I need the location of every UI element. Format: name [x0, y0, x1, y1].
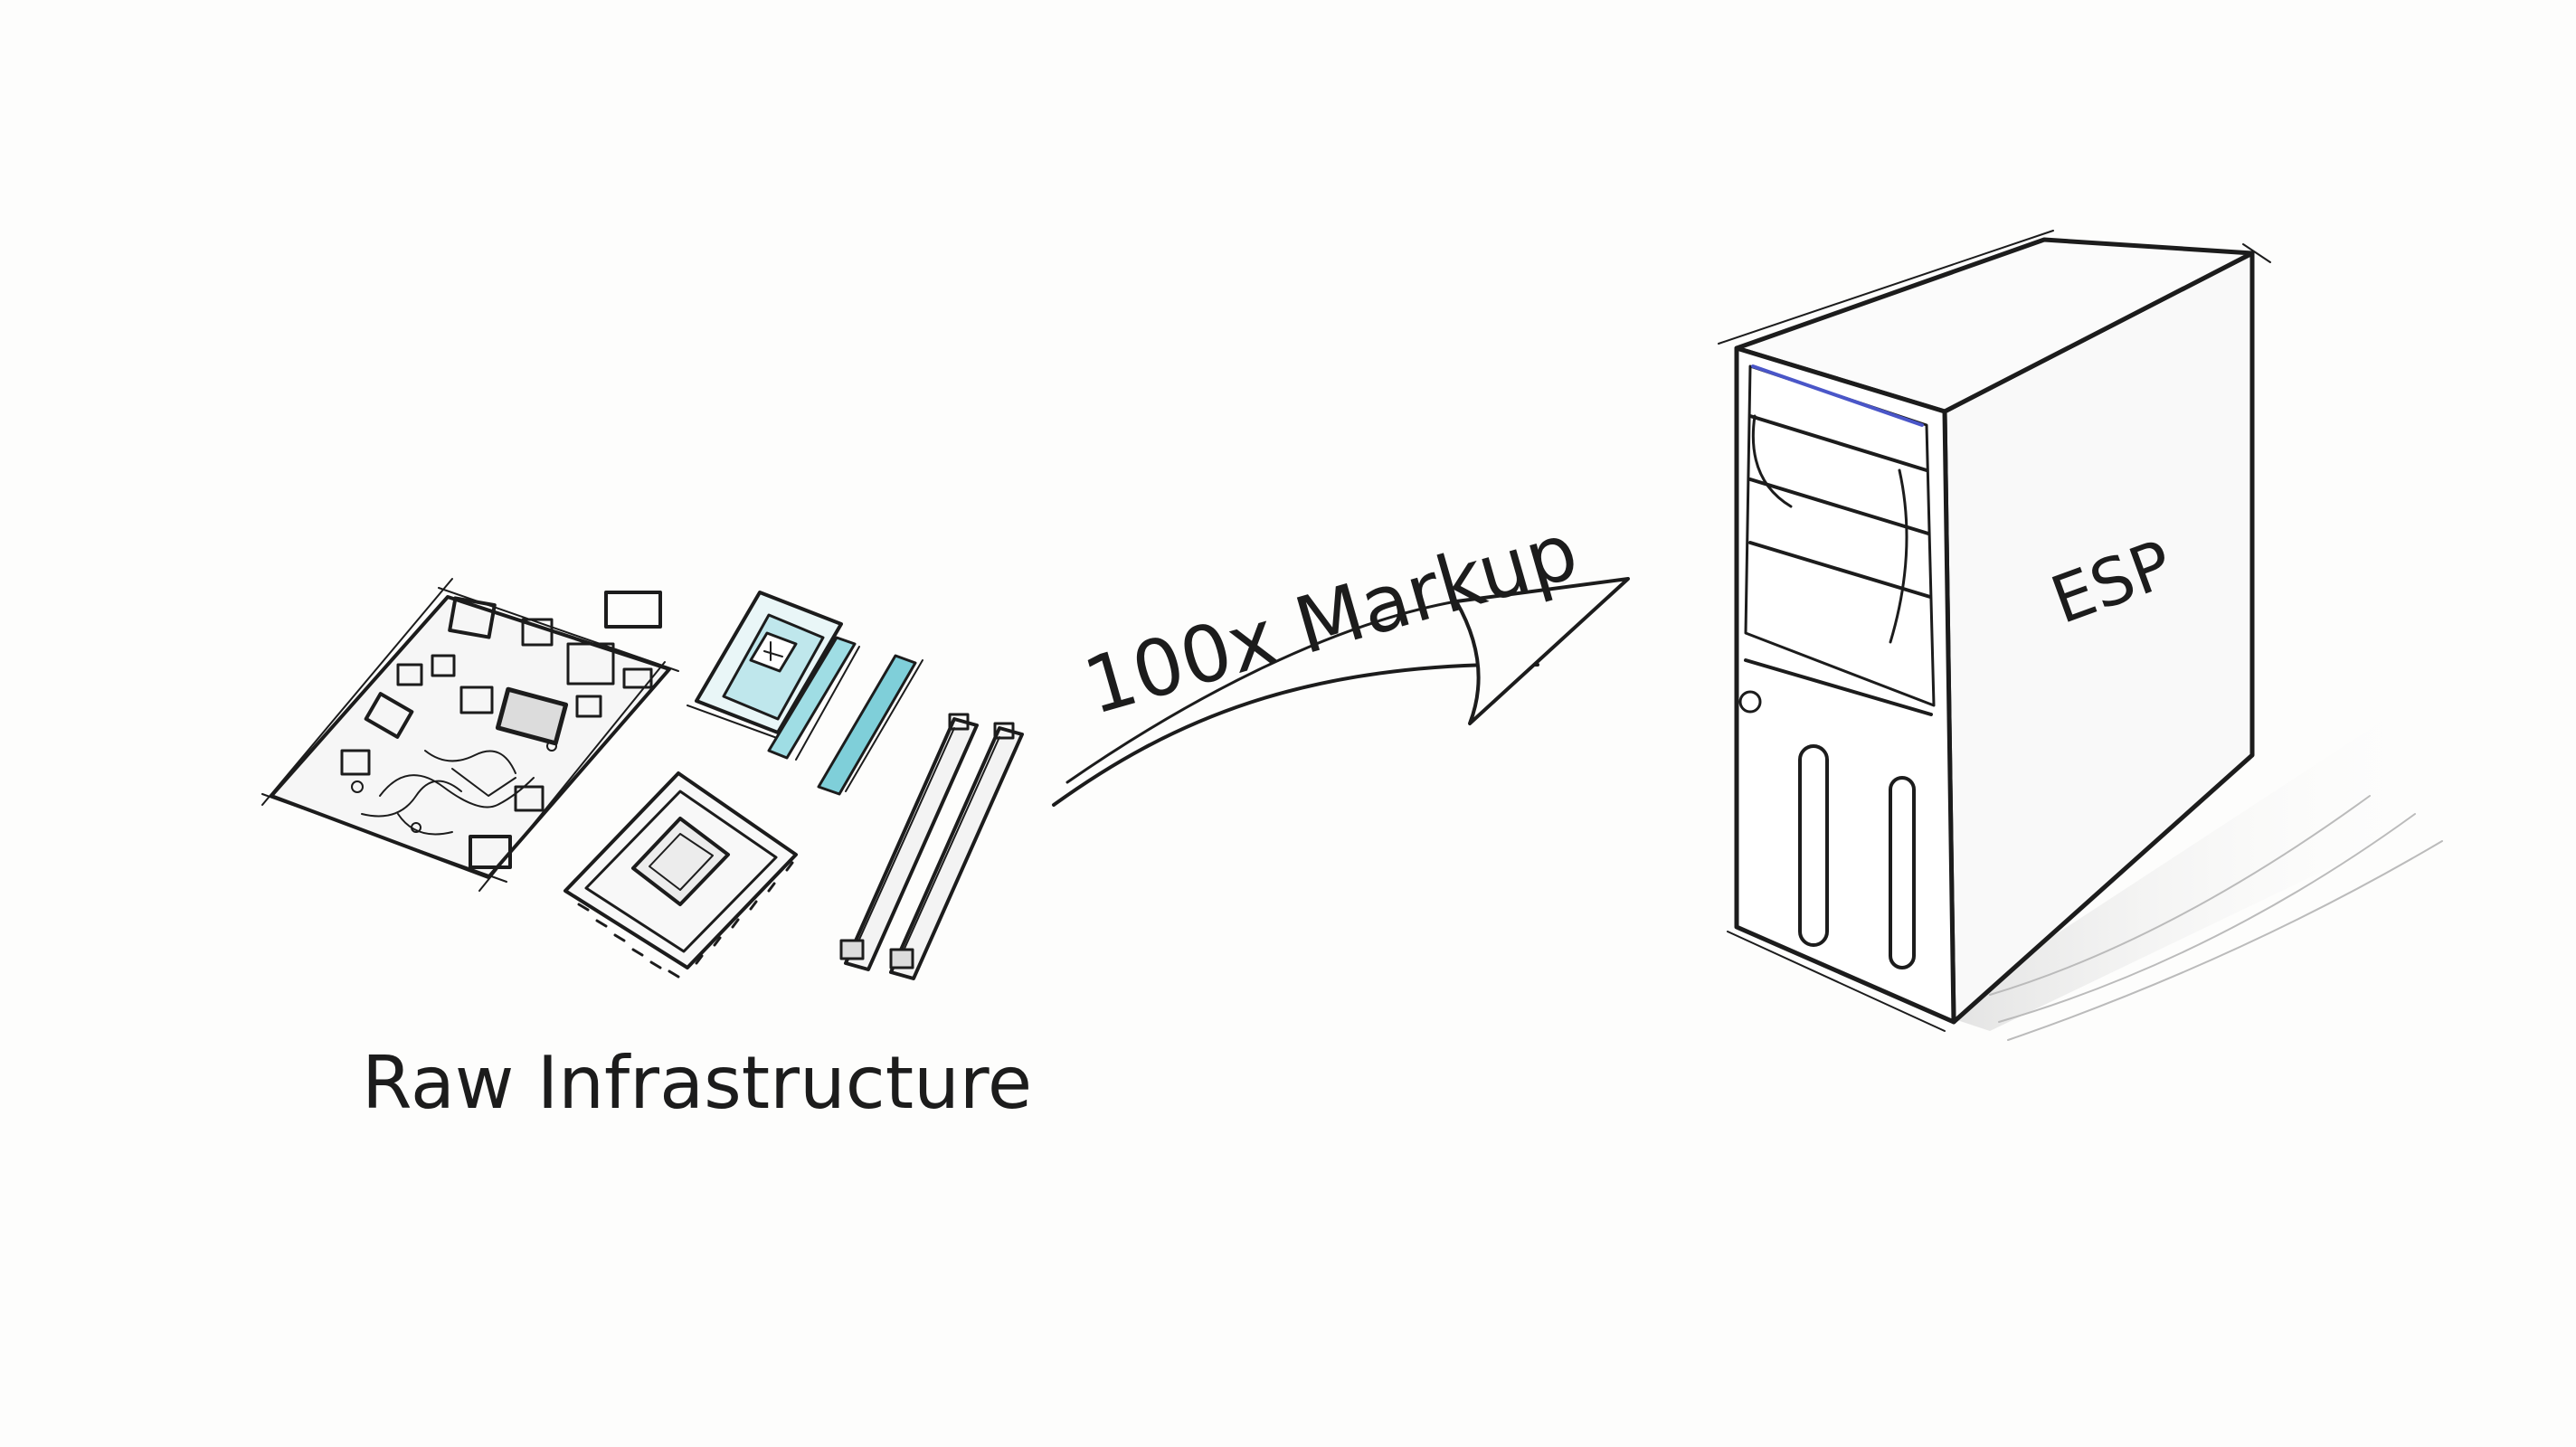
- ram-stick-icon: [767, 636, 923, 796]
- raw-infrastructure-label: Raw Infrastructure: [362, 1041, 1032, 1125]
- front-vent-slot-2: [1889, 776, 1916, 969]
- cpu-chip-icon: [564, 771, 798, 979]
- front-vent-slot: [1798, 744, 1829, 947]
- raw-infrastructure-group: [261, 578, 1024, 980]
- server-tower-icon: [1718, 230, 2443, 1041]
- arrow-head: [1454, 577, 1630, 725]
- arrow-shaft-top: [1065, 600, 1458, 784]
- ram-slot-icon: [839, 713, 1024, 980]
- motherboard-icon: [261, 578, 679, 892]
- gpu-card-icon: [687, 591, 843, 742]
- power-button-icon: [1738, 690, 1762, 714]
- markup-arrow: [1052, 577, 1630, 807]
- arrow-shaft: [1052, 662, 1539, 807]
- front-highlight-line: [1751, 364, 1924, 427]
